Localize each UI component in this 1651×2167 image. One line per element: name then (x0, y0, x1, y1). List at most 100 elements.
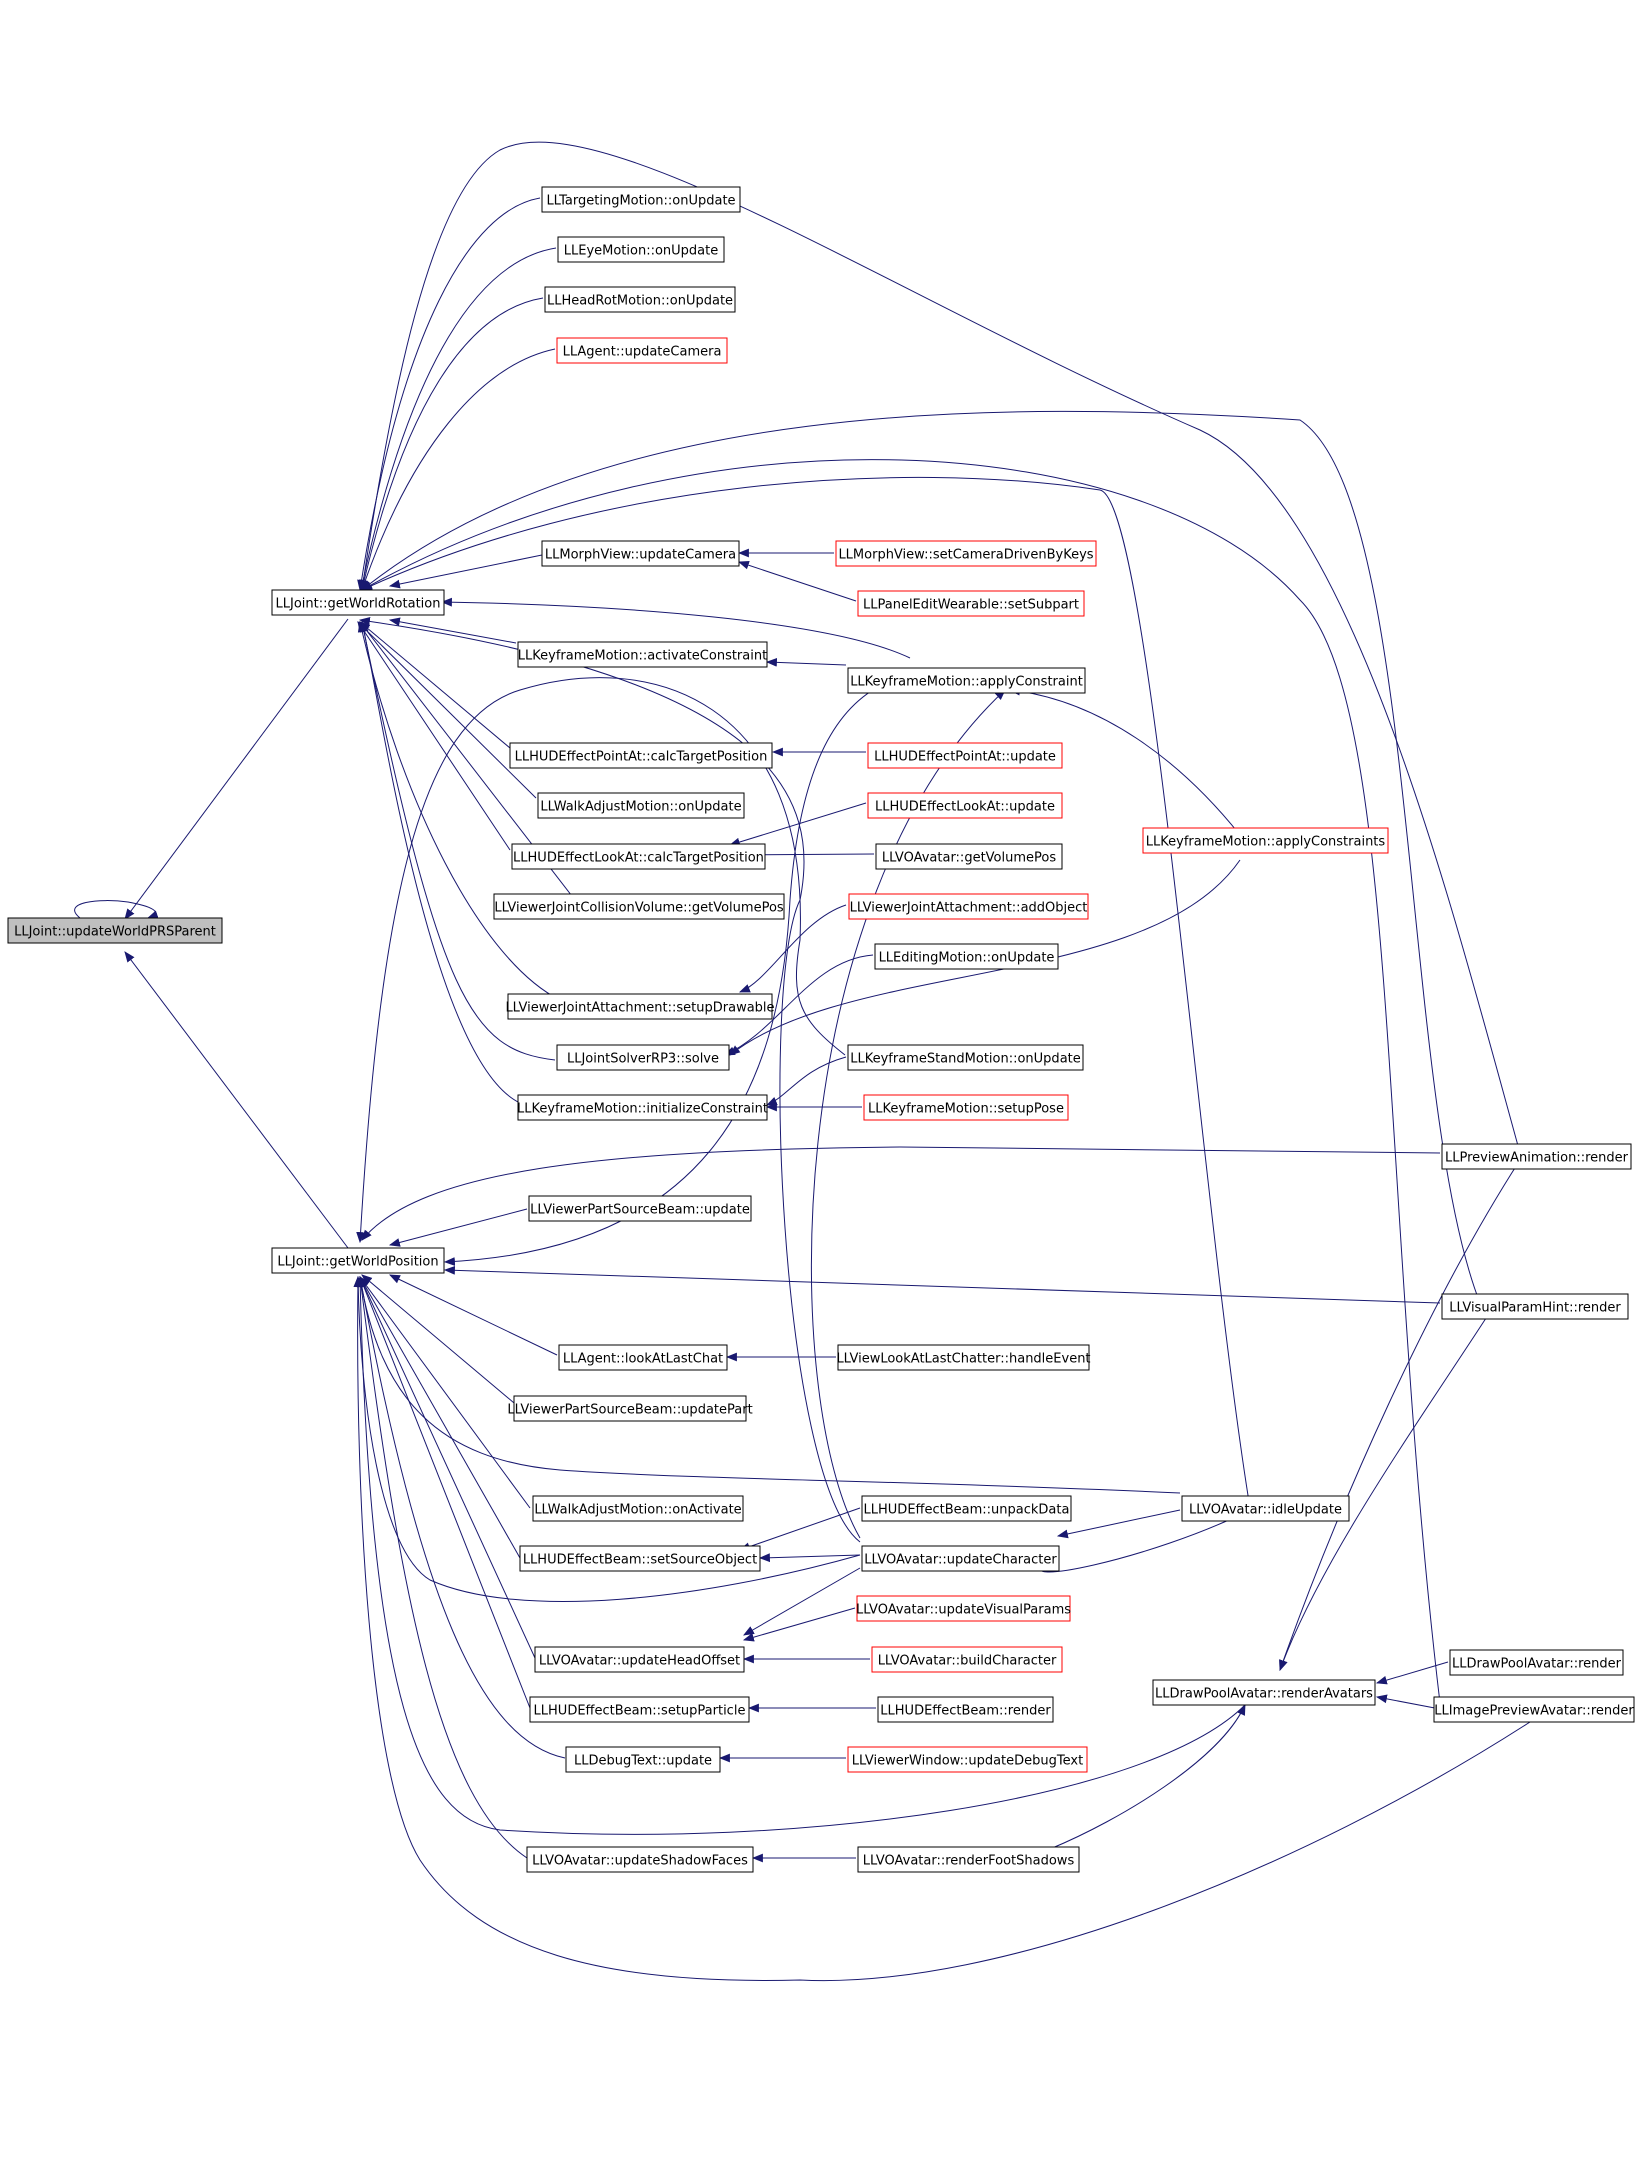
edge-root-rotation (124, 618, 349, 920)
node-dpa-renderav[interactable]: LLDrawPoolAvatar::renderAvatars (1152, 1679, 1376, 1706)
node-panel-sub[interactable]: LLPanelEditWearable::setSubpart (857, 590, 1085, 617)
edge-solver-applies (729, 859, 1241, 1056)
node-walk-act[interactable]: LLWalkAdjustMotion::onActivate (532, 1495, 744, 1522)
edge-morph-subpart (737, 560, 857, 602)
node-tm-on[interactable]: LLTargetingMotion::onUpdate (541, 186, 741, 213)
node-label: LLEyeMotion::onUpdate (564, 244, 719, 259)
node-box (271, 1247, 445, 1274)
node-kf-setup[interactable]: LLKeyframeMotion::setupPose (863, 1094, 1069, 1121)
node-ipa-render[interactable]: LLImagePreviewAvatar::render (1433, 1696, 1635, 1723)
node-vo-build[interactable]: LLVOAvatar::buildCharacter (871, 1646, 1063, 1673)
node-box (837, 1344, 1090, 1371)
node-psb-update[interactable]: LLViewerPartSourceBeam::update (528, 1195, 752, 1222)
node-vo-upvis[interactable]: LLVOAvatar::updateVisualParams (856, 1595, 1071, 1622)
node-kf-init[interactable]: LLKeyframeMotion::initializeConstraint (517, 1094, 768, 1121)
node-kf-act[interactable]: LLKeyframeMotion::activateConstraint (517, 641, 768, 668)
node-label: LLVOAvatar::renderFootShadows (863, 1854, 1075, 1869)
node-box (875, 843, 1063, 870)
edge-rot-targeting (357, 197, 541, 592)
node-box (558, 1344, 728, 1371)
edge-pos-vouphead (359, 1276, 536, 1659)
node-dpa-render[interactable]: LLDrawPoolAvatar::render (1449, 1649, 1624, 1676)
edge-pos-upchar (353, 1275, 861, 1603)
node-vo-upchar[interactable]: LLVOAvatar::updateCharacter (861, 1545, 1060, 1572)
node-vw-updbg[interactable]: LLViewerWindow::updateDebugText (847, 1746, 1088, 1773)
node-box (1152, 1679, 1376, 1706)
edge-rot-prevanim (359, 141, 1521, 1154)
node-box (863, 1094, 1069, 1121)
node-hudb-unpack[interactable]: LLHUDEffectBeam::unpackData (861, 1495, 1072, 1522)
node-label: LLHUDEffectBeam::render (880, 1704, 1051, 1719)
node-label: LLViewerJointAttachment::setupDrawable (505, 1001, 774, 1016)
node-label: LLHeadRotMotion::onUpdate (547, 294, 733, 309)
edge-hudbsrc-upchar (758, 1553, 861, 1563)
edge-rot-head (359, 297, 544, 592)
node-box (532, 1495, 744, 1522)
node-hud-la-up[interactable]: LLHUDEffectLookAt::update (867, 792, 1063, 819)
node-vja-add[interactable]: LLViewerJointAttachment::addObject (848, 893, 1089, 920)
node-head-on[interactable]: LLHeadRotMotion::onUpdate (544, 286, 736, 313)
node-solver[interactable]: LLJointSolverRP3::solve (556, 1044, 730, 1071)
node-box (874, 943, 1059, 970)
node-box (847, 1746, 1088, 1773)
node-box (847, 667, 1086, 694)
node-dbg-update[interactable]: LLDebugText::update (565, 1746, 721, 1773)
edge-pos-prevanim (361, 1146, 1441, 1241)
node-hudb-setpart[interactable]: LLHUDEffectBeam::setupParticle (529, 1696, 750, 1723)
node-label: LLWalkAdjustMotion::onUpdate (540, 800, 741, 815)
node-agent-look[interactable]: LLAgent::lookAtLastChat (558, 1344, 728, 1371)
node-gwr[interactable]: LLJoint::getWorldRotation (271, 589, 445, 616)
node-kf-apply[interactable]: LLKeyframeMotion::applyConstraint (847, 667, 1086, 694)
edge-rot-morph (388, 554, 543, 589)
node-kfstand-on[interactable]: LLKeyframeStandMotion::onUpdate (847, 1044, 1084, 1071)
node-agent-cam[interactable]: LLAgent::updateCamera (556, 337, 728, 364)
node-box (529, 1696, 750, 1723)
node-label: LLViewerWindow::updateDebugText (852, 1754, 1083, 1769)
edge-self-loop (74, 900, 159, 919)
node-label: LLKeyframeMotion::applyConstraint (850, 675, 1083, 690)
node-hud-pa-up[interactable]: LLHUDEffectPointAt::update (867, 742, 1063, 769)
edge-rot-vjasetup (357, 620, 561, 1001)
node-prev-anim[interactable]: LLPreviewAnimation::render (1441, 1143, 1632, 1170)
edge-rot-hudla (357, 621, 511, 851)
node-vlalc[interactable]: LLViewLookAtLastChatter::handleEvent (836, 1344, 1091, 1371)
node-vja-setup[interactable]: LLViewerJointAttachment::setupDrawable (505, 993, 775, 1020)
node-root[interactable]: LLJoint::updateWorldPRSParent (7, 917, 223, 944)
node-box (544, 286, 736, 313)
edge-dpa-ipa (1375, 1694, 1441, 1710)
node-gwp[interactable]: LLJoint::getWorldPosition (271, 1247, 445, 1274)
node-label: LLKeyframeMotion::activateConstraint (518, 649, 767, 664)
edge-rot-hudpa (359, 621, 511, 749)
node-label: LLJoint::getWorldRotation (276, 597, 441, 612)
node-kf-applies[interactable]: LLKeyframeMotion::applyConstraints (1142, 827, 1389, 854)
node-box (557, 236, 725, 263)
node-vph-render[interactable]: LLVisualParamHint::render (1441, 1293, 1629, 1320)
node-vo-uphead[interactable]: LLVOAvatar::updateHeadOffset (534, 1646, 745, 1673)
node-vo-foot[interactable]: LLVOAvatar::renderFootShadows (857, 1846, 1080, 1873)
node-hudb-setsrc[interactable]: LLHUDEffectBeam::setSourceObject (519, 1545, 761, 1572)
node-box (847, 1044, 1084, 1071)
edge-pos-dpa (355, 1275, 1246, 1835)
call-edges (74, 141, 1531, 1982)
edge-foot-dpa (1049, 1703, 1246, 1850)
node-hud-la-calc[interactable]: LLHUDEffectLookAt::calcTargetPosition (511, 843, 766, 870)
node-psb-part[interactable]: LLViewerPartSourceBeam::updatePart (507, 1395, 753, 1422)
node-vo-getvol[interactable]: LLVOAvatar::getVolumePos (875, 843, 1063, 870)
edge-uphead-upvis (742, 1607, 856, 1642)
node-walk-on[interactable]: LLWalkAdjustMotion::onUpdate (537, 792, 745, 819)
node-box (541, 186, 741, 213)
node-eye-on[interactable]: LLEyeMotion::onUpdate (557, 236, 725, 263)
node-hud-pa-calc[interactable]: LLHUDEffectPointAt::calcTargetPosition (509, 742, 773, 769)
node-vo-idle[interactable]: LLVOAvatar::idleUpdate (1181, 1495, 1350, 1522)
node-box (509, 742, 773, 769)
edge-upchar-idle (1056, 1509, 1181, 1539)
node-morph-cam[interactable]: LLMorphView::updateCamera (541, 540, 740, 567)
node-vjcv-getvol[interactable]: LLViewerJointCollisionVolume::getVolumeP… (493, 893, 785, 920)
edge-rot-kfact (388, 617, 517, 644)
edge-rot-vph (361, 410, 1481, 1304)
node-hudb-render[interactable]: LLHUDEffectBeam::render (877, 1696, 1054, 1723)
node-vo-shadow[interactable]: LLVOAvatar::updateShadowFaces (526, 1846, 754, 1873)
node-edit-on[interactable]: LLEditingMotion::onUpdate (874, 943, 1059, 970)
node-morph-set[interactable]: LLMorphView::setCameraDrivenByKeys (835, 540, 1097, 567)
edge-dpa-vph (1279, 1311, 1491, 1672)
